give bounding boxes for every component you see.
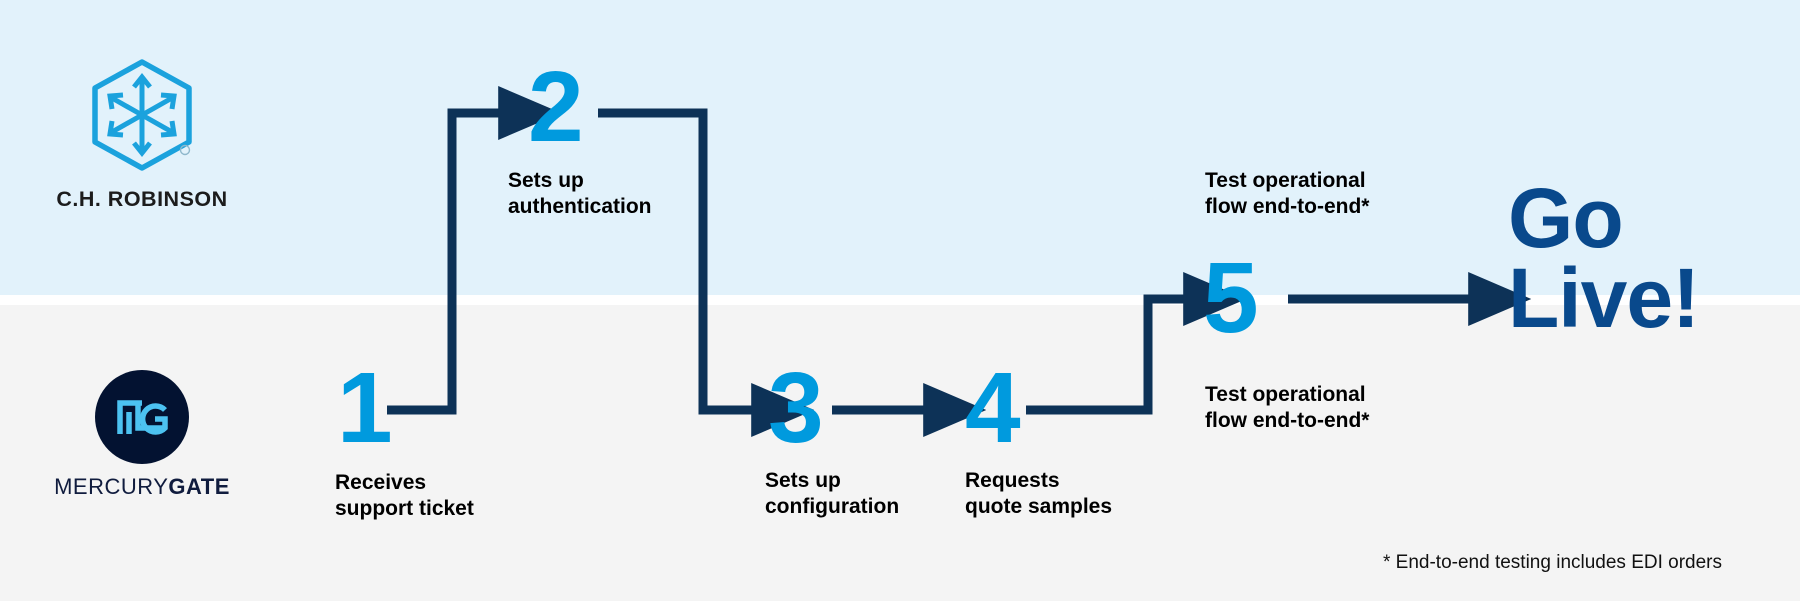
step-5-label-top: Test operational flow end-to-end* (1205, 169, 1370, 218)
ch-robinson-logo: C.H. ROBINSON (52, 58, 232, 212)
lane-divider (0, 295, 1800, 305)
go-live-outcome: Go Live! (1508, 171, 1700, 345)
footnote-text: * End-to-end testing includes EDI orders (1383, 552, 1723, 573)
step-1-label: Receives support ticket (335, 471, 474, 520)
mercurygate-wordmark-light: MERCURY (54, 474, 169, 499)
mercurygate-logo: MERCURYGATE (52, 370, 232, 500)
step-5-label-bottom: Test operational flow end-to-end* (1205, 383, 1370, 432)
mercurygate-mg-monogram-icon (95, 370, 189, 464)
step-4-label: Requests quote samples (965, 469, 1113, 518)
mercurygate-wordmark-bold: GATE (168, 474, 230, 499)
step-2-number: 2 (528, 51, 584, 163)
step-5-number: 5 (1203, 242, 1259, 354)
ch-robinson-wordmark: C.H. ROBINSON (56, 187, 228, 211)
step-4-number: 4 (965, 352, 1021, 464)
mercurygate-wordmark: MERCURYGATE (52, 474, 232, 500)
step-2-label: Sets up authentication (508, 169, 652, 218)
ch-robinson-hexagon-cube-icon (92, 59, 192, 171)
step-3-label: Sets up configuration (765, 469, 900, 518)
step-3-number: 3 (768, 352, 824, 464)
bottom-lane-band (0, 305, 1800, 601)
top-lane-band (0, 0, 1800, 295)
step-1-number: 1 (337, 352, 393, 464)
